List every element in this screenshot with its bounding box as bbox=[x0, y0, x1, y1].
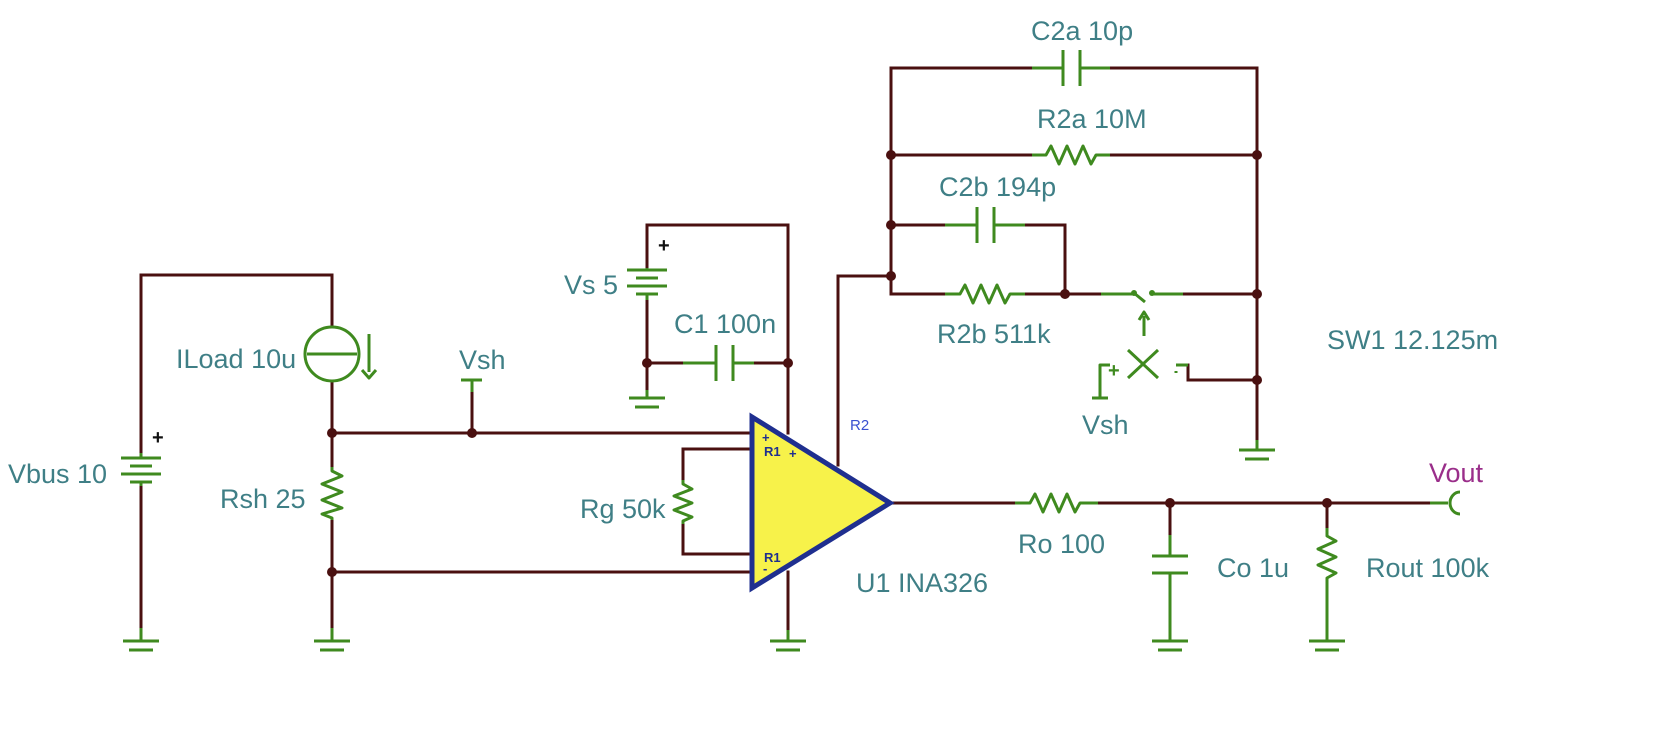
current-source-icon[interactable] bbox=[303, 325, 378, 383]
ground-icon bbox=[123, 628, 159, 652]
sw1-label: SW1 12.125m bbox=[1327, 325, 1498, 355]
resistor-icon[interactable] bbox=[1015, 492, 1098, 514]
ground-icon bbox=[629, 390, 665, 409]
switch-icon[interactable] bbox=[1101, 290, 1183, 336]
pin-r2-label: R2 bbox=[850, 417, 869, 434]
ground-icon bbox=[1239, 440, 1275, 461]
co-label: Co 1u bbox=[1217, 553, 1289, 583]
ground-icon bbox=[314, 628, 350, 652]
c2a-label: C2a 10p bbox=[1031, 16, 1133, 46]
resistor-icon[interactable] bbox=[320, 467, 344, 520]
ground-icon bbox=[1152, 630, 1188, 652]
rsh-label: Rsh 25 bbox=[220, 484, 306, 514]
capacitor-icon[interactable] bbox=[1152, 535, 1188, 636]
resistor-icon[interactable] bbox=[1032, 144, 1110, 166]
resistor-icon[interactable] bbox=[1316, 528, 1338, 636]
pin-r1-bottom: R1 bbox=[764, 550, 781, 565]
resistor-icon[interactable] bbox=[672, 480, 694, 524]
wires bbox=[139, 66, 1432, 642]
switch-plus-mark: + bbox=[1108, 360, 1120, 382]
rg-label: Rg 50k bbox=[580, 494, 666, 524]
u1-label: U1 INA326 bbox=[856, 568, 988, 598]
voltage-controlled-switch-icon[interactable]: + bbox=[1092, 348, 1188, 400]
ground-icon bbox=[1309, 630, 1345, 652]
iload-label: ILoad 10u bbox=[176, 344, 296, 374]
vout-label: Vout bbox=[1429, 458, 1484, 488]
c2b-label: C2b 194p bbox=[939, 172, 1056, 202]
opamp-icon[interactable]: + R1 + R1 - bbox=[749, 412, 895, 593]
vbus-label: Vbus 10 bbox=[8, 459, 107, 489]
pin-in-minus: - bbox=[763, 561, 767, 576]
ground-icon bbox=[770, 630, 806, 652]
vsh-net-label: Vsh bbox=[459, 345, 506, 375]
r2a-label: R2a 10M bbox=[1037, 104, 1147, 134]
r2b-label: R2b 511k bbox=[937, 319, 1051, 349]
junction-dots bbox=[327, 150, 1332, 577]
pin-r1-plus: + bbox=[789, 446, 797, 461]
battery-icon[interactable]: + bbox=[627, 235, 670, 300]
rout-label: Rout 100k bbox=[1366, 553, 1490, 583]
pin-r1-top: R1 bbox=[764, 444, 781, 459]
vs-label: Vs 5 bbox=[564, 270, 618, 300]
battery-plus-mark: + bbox=[152, 427, 164, 449]
battery-plus-mark: + bbox=[658, 235, 670, 257]
output-terminal-icon[interactable] bbox=[1430, 490, 1461, 516]
pin-in-plus: + bbox=[762, 430, 770, 445]
capacitor-icon[interactable] bbox=[683, 345, 754, 381]
battery-icon[interactable]: + bbox=[121, 427, 164, 486]
vsh-net-terminal bbox=[461, 378, 482, 392]
c1-label: C1 100n bbox=[674, 309, 776, 339]
resistor-icon[interactable] bbox=[945, 283, 1025, 305]
ro-label: Ro 100 bbox=[1018, 529, 1105, 559]
capacitor-icon[interactable] bbox=[945, 207, 1025, 243]
capacitor-icon[interactable] bbox=[1032, 50, 1110, 86]
vsh-switch-label: Vsh bbox=[1082, 410, 1129, 440]
